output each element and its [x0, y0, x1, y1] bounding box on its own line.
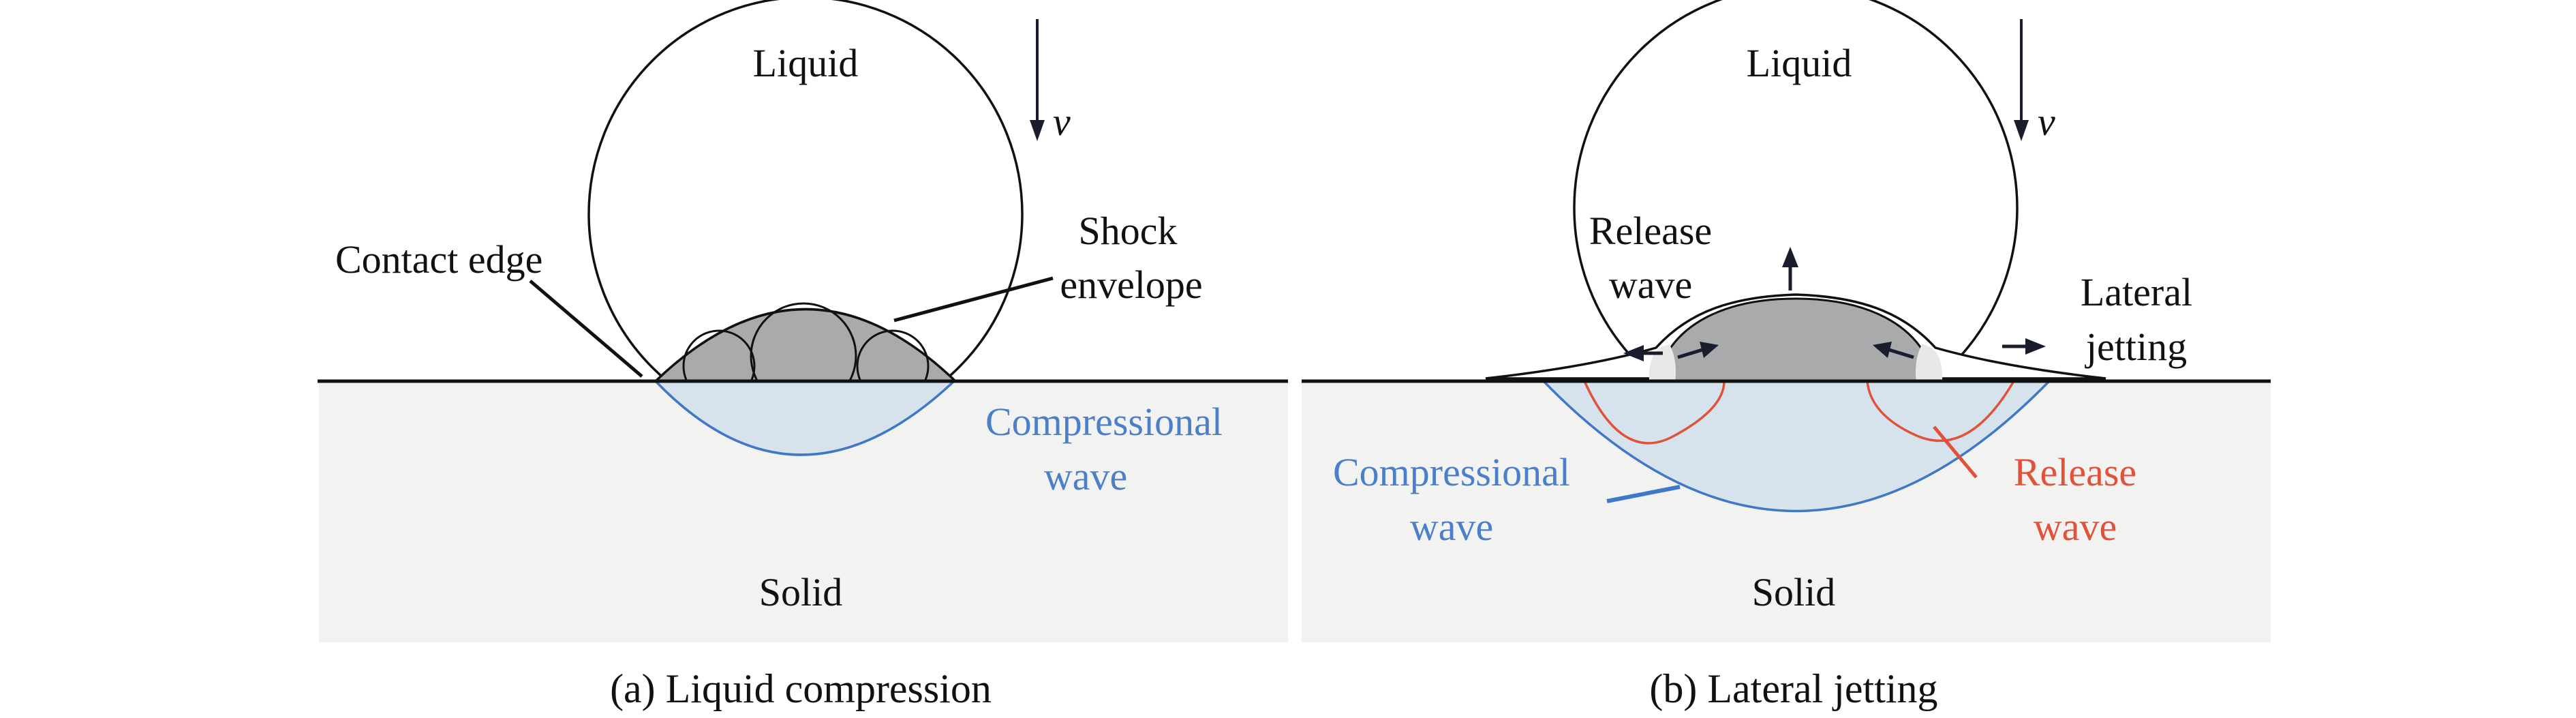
- release-wave-fronts: [1583, 380, 2015, 445]
- shock-envelope-label-line2: envelope: [1060, 263, 1202, 307]
- jet-arrow-left-head: [1623, 345, 1644, 361]
- contact-edge-label: Contact edge: [335, 237, 542, 282]
- liquid-label: Liquid: [1747, 41, 1852, 85]
- shock-wavelet: [856, 329, 930, 381]
- lateral-jetting-label-line1: Lateral: [2081, 270, 2192, 314]
- release-wave-front-right: [1866, 380, 2015, 443]
- release-wave-leader: [1933, 425, 1978, 479]
- shock-envelope-region: [1655, 297, 1937, 381]
- shock-wavelet: [750, 302, 857, 381]
- jet-arrow-right-head: [2025, 338, 2046, 355]
- panel-a: Liquid v Contact edge Shock envelope Com…: [318, 0, 1288, 711]
- release-wave-bottom-label-line1: Release: [2014, 450, 2136, 494]
- release-wave-top-label-line1: Release: [1589, 209, 1712, 253]
- compressional-wave-leader: [1606, 485, 1681, 503]
- compressional-wave-label-line2: wave: [1410, 505, 1493, 549]
- caption-b: (b) Lateral jetting: [1649, 666, 1937, 711]
- velocity-arrowhead: [2014, 120, 2029, 141]
- compressional-wave-label-line2: wave: [1044, 454, 1127, 498]
- solid-label: Solid: [1752, 570, 1836, 614]
- inner-arrow-left-shaft: [1677, 348, 1703, 359]
- velocity-arrowhead: [1030, 120, 1045, 141]
- panel-b: Liquid v Release wave Lateral jetting Co…: [1302, 0, 2271, 711]
- inner-arrow-right-shaft: [1888, 348, 1914, 359]
- inner-arrow-right-head: [1873, 342, 1892, 358]
- shock-envelope-region: [654, 308, 957, 381]
- jet-tip-right: [1916, 344, 1943, 381]
- shock-envelope-leader: [893, 276, 1054, 323]
- upward-arrowhead: [1782, 247, 1798, 267]
- shock-wavelet: [682, 329, 756, 381]
- velocity-label: v: [1053, 100, 1071, 144]
- release-wave-top-label-line2: wave: [1609, 263, 1692, 307]
- compressional-wave-label-line1: Compressional: [985, 400, 1223, 444]
- inner-arrow-left-head: [1700, 342, 1719, 358]
- release-wave-front-left: [1583, 380, 1726, 445]
- compressional-wave-zone: [1540, 380, 2053, 513]
- velocity-label: v: [2038, 100, 2055, 144]
- liquid-droplet: [587, 0, 1024, 381]
- shock-envelope-label-line1: Shock: [1079, 209, 1178, 253]
- release-wave-bottom-label-line2: wave: [2034, 505, 2117, 549]
- liquid-label: Liquid: [753, 41, 859, 85]
- compressional-wave-label-line1: Compressional: [1333, 450, 1570, 494]
- lateral-jetting-label-line2: jetting: [2085, 325, 2187, 369]
- liquid-droplet: [1573, 0, 2019, 381]
- compressional-wave-zone: [652, 380, 957, 456]
- solid-label: Solid: [759, 570, 843, 614]
- caption-a: (a) Liquid compression: [610, 666, 992, 711]
- contact-edge-leader: [529, 280, 643, 378]
